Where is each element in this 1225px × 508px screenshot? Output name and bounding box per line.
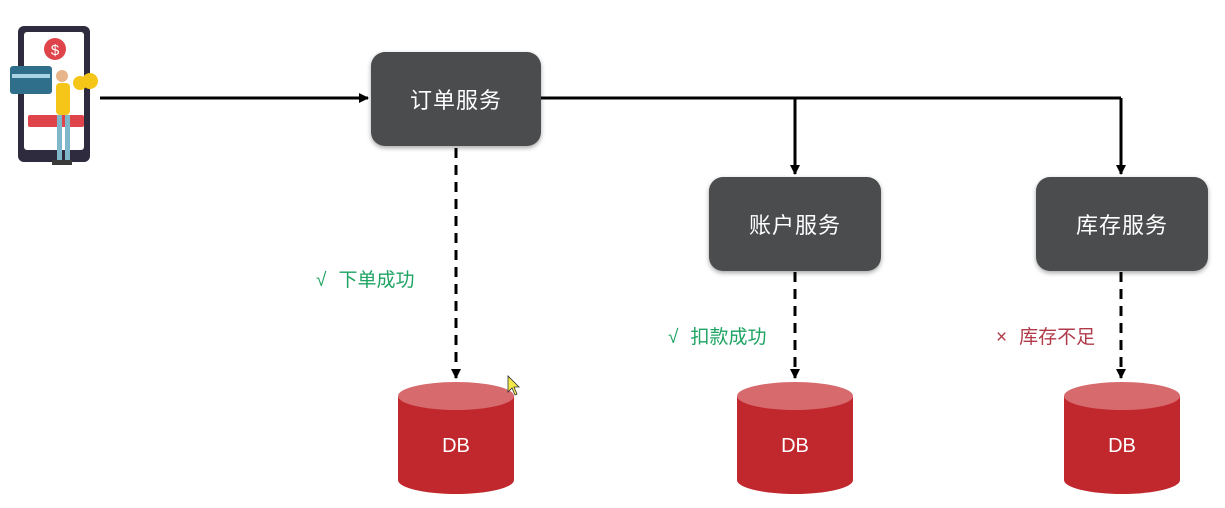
db-writes xyxy=(451,148,1126,379)
cross-icon: × xyxy=(996,327,1008,348)
order-db-label: DB xyxy=(442,435,470,457)
storage-result: × 库存不足 xyxy=(996,322,1095,349)
order-service-box: 订单服务 xyxy=(371,52,541,146)
storage-result-text: 库存不足 xyxy=(1019,327,1096,348)
mobile-payment-user-icon: $ xyxy=(10,26,98,165)
account-service-box: 账户服务 xyxy=(709,177,881,271)
order-result: √ 下单成功 xyxy=(316,265,414,292)
check-icon: √ xyxy=(316,270,327,291)
svg-text:$: $ xyxy=(51,42,60,59)
account-db: DB xyxy=(737,382,853,494)
storage-db: DB xyxy=(1064,382,1180,494)
order-service-label: 订单服务 xyxy=(409,88,502,113)
account-service-label: 账户服务 xyxy=(748,213,841,238)
storage-service-label: 库存服务 xyxy=(1075,213,1168,238)
storage-service-box: 库存服务 xyxy=(1036,177,1208,271)
order-db: DB xyxy=(398,382,514,494)
order-result-text: 下单成功 xyxy=(338,270,415,291)
check-icon: √ xyxy=(668,327,679,348)
account-db-label: DB xyxy=(781,435,809,457)
request-flow xyxy=(100,93,1126,175)
account-result: √ 扣款成功 xyxy=(668,322,766,349)
storage-db-label: DB xyxy=(1108,435,1136,457)
mouse-cursor-icon xyxy=(507,375,520,396)
account-result-text: 扣款成功 xyxy=(690,327,767,348)
